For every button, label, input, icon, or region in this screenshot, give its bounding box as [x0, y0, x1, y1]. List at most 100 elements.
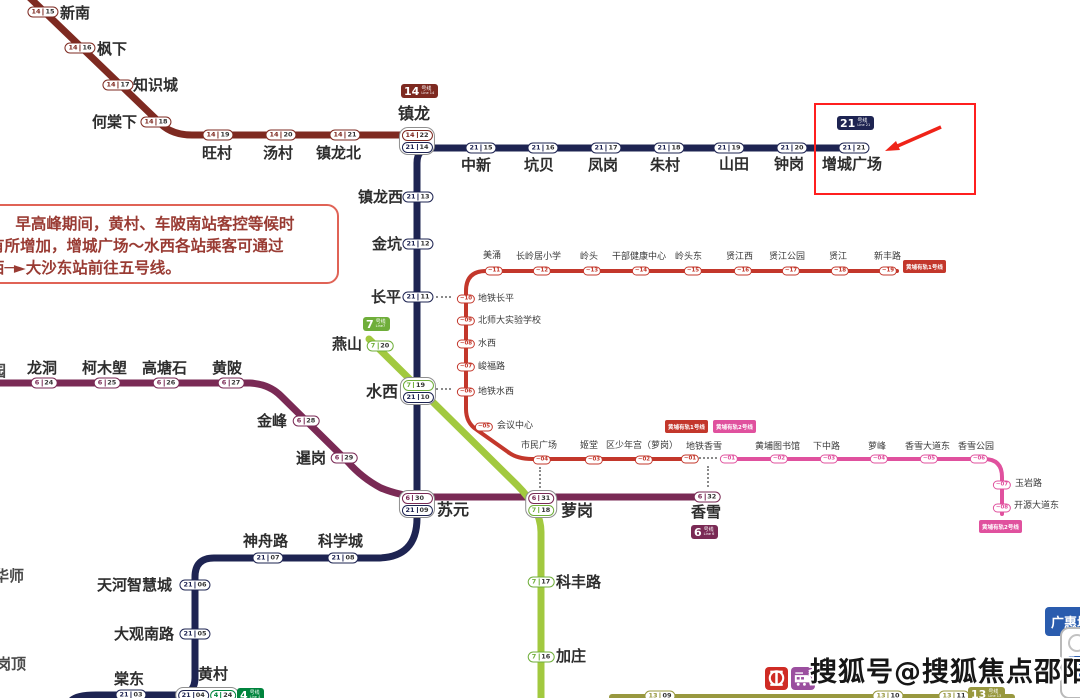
- station-label: 贤江: [829, 252, 848, 262]
- station-label: 中新: [461, 156, 492, 174]
- station-label: 朱村: [650, 156, 681, 174]
- intercity-train-glyph: [794, 672, 812, 686]
- station-label: 玉岩路: [1015, 479, 1043, 489]
- station-label: 地铁水西: [478, 387, 515, 397]
- tram-line-badge: 黄埔有轨2号线: [979, 520, 1022, 533]
- station-label: 增城广场: [822, 155, 883, 173]
- station-label: 苏元: [437, 500, 470, 519]
- station-label: 干部健康中心: [612, 252, 667, 262]
- station-水西: ~08: [456, 339, 476, 349]
- station-label: 汤村: [263, 144, 294, 162]
- station-label: 镇龙: [398, 104, 431, 123]
- notice-line-3: 西─►大沙东站前往五号线。: [0, 259, 181, 277]
- station-label: 水西: [366, 382, 399, 401]
- station-label: 加庄: [556, 647, 587, 665]
- station-地铁香雪: ~01: [680, 454, 700, 464]
- station-label: 神舟路: [243, 532, 289, 550]
- station-岭头: ~13: [582, 266, 602, 276]
- station-label: 北师大实验学校: [478, 316, 542, 326]
- station-label: 萝岗: [561, 501, 594, 520]
- transfer-dots: [436, 388, 451, 390]
- watermark-text: 搜狐号@搜狐焦点邵阳站: [810, 657, 1080, 688]
- station-label: 凤岗: [588, 156, 619, 174]
- station-label: 暹岗: [296, 449, 327, 467]
- station-label: 市民广场: [521, 441, 558, 451]
- station-label: 萝峰: [868, 442, 887, 452]
- station-label: 枫下: [97, 40, 128, 58]
- station-label: 金坑: [372, 235, 403, 253]
- station-开源大道东: ~08: [992, 503, 1012, 513]
- station-下中路: ~03: [819, 454, 839, 464]
- station-number-pill: ~13: [582, 266, 602, 276]
- widget-bar: [1068, 656, 1080, 665]
- station-label: 下中路: [813, 442, 841, 452]
- station-label: 美涌: [483, 251, 502, 261]
- station-label: 钟岗: [774, 155, 805, 173]
- station-number-pill: ~02: [769, 454, 789, 464]
- station-label: 开源大道东: [1014, 501, 1060, 511]
- station-新丰路: ~19: [878, 266, 898, 276]
- station-number-pill: ~04: [532, 455, 552, 465]
- station-number-pill: ~03: [584, 455, 604, 465]
- station-香雪大道东: ~05: [919, 454, 939, 464]
- station-label: 黄埔图书馆: [755, 442, 801, 452]
- station-number-pill: ~08: [992, 503, 1012, 513]
- station-number-pill: ~19: [878, 266, 898, 276]
- station-number-pill: ~11: [484, 266, 504, 276]
- line-path-黄埔有轨1号线: [464, 269, 899, 461]
- station-岭头东: ~15: [683, 266, 703, 276]
- transfer-dots: [699, 457, 717, 459]
- station-黄埔图书馆: ~02: [769, 454, 789, 464]
- station-label: 大观南路: [114, 625, 175, 643]
- china-railway-glyph: [768, 670, 785, 686]
- station-number-pill: ~09: [456, 316, 476, 326]
- line-path-黄埔有轨2号线: [720, 457, 1004, 516]
- station-~01: ~01: [719, 454, 739, 464]
